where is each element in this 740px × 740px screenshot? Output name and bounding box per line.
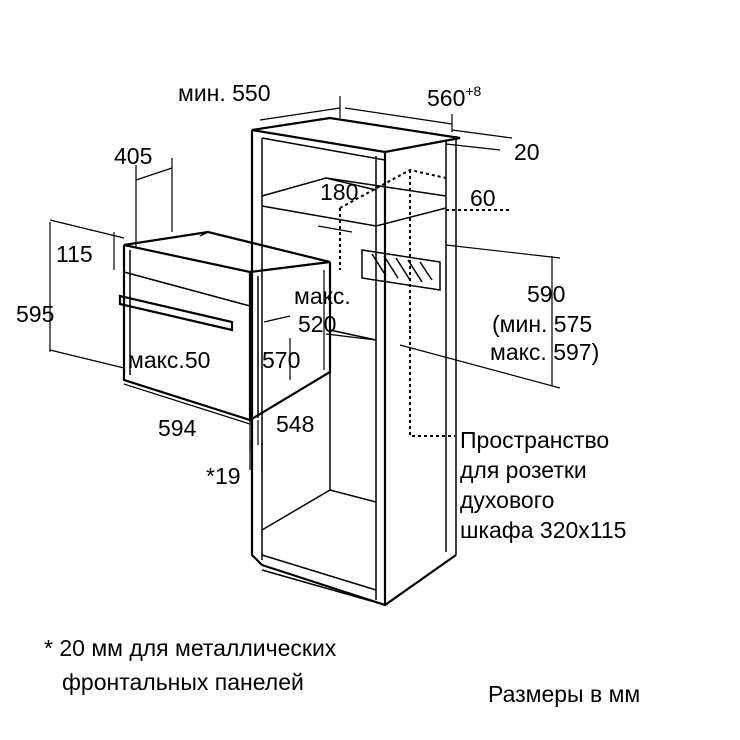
footnote-line-2: фронтальных панелей <box>62 669 304 695</box>
units-note: Размеры в мм <box>488 681 640 707</box>
socket-space-note: Пространство для розетки духового шкафа … <box>460 427 626 543</box>
dim-maks-597: макс. 597) <box>490 339 599 365</box>
dim-560: 560+8 <box>427 83 482 111</box>
dimension-labels: мин. 550 560+8 20 405 180 60 115 595 мак… <box>16 80 599 489</box>
socket-note-line-4: шкафа 320x115 <box>460 517 626 543</box>
dim-60: 60 <box>470 185 496 211</box>
socket-note-line-2: для розетки <box>460 457 587 483</box>
dim-570: 570 <box>262 347 300 373</box>
dim-594: 594 <box>158 415 197 441</box>
dim-180: 180 <box>320 179 358 205</box>
dim-maks-50: макс.50 <box>128 347 210 373</box>
dim-115: 115 <box>56 241 93 267</box>
dim-min-550: мин. 550 <box>178 80 271 106</box>
dim-20: 20 <box>514 139 540 165</box>
socket-note-line-1: Пространство <box>460 427 609 453</box>
dim-star-19: *19 <box>206 463 241 489</box>
dim-548: 548 <box>276 411 314 437</box>
oven <box>118 230 441 422</box>
footnote-line-1: * 20 мм для металлических <box>44 635 337 661</box>
footnote: * 20 мм для металлических фронтальных па… <box>44 635 337 695</box>
socket-note-line-3: духового <box>460 487 554 513</box>
dim-maks-label: макс. <box>294 283 351 309</box>
dimension-lines <box>49 96 561 470</box>
dim-590: 590 <box>527 281 565 307</box>
socket-space-outline <box>339 168 510 437</box>
dim-405: 405 <box>114 143 152 169</box>
dim-520: 520 <box>298 311 336 337</box>
cabinet <box>250 116 461 607</box>
dim-595: 595 <box>16 301 54 327</box>
dim-min-575: (мин. 575 <box>492 311 592 337</box>
